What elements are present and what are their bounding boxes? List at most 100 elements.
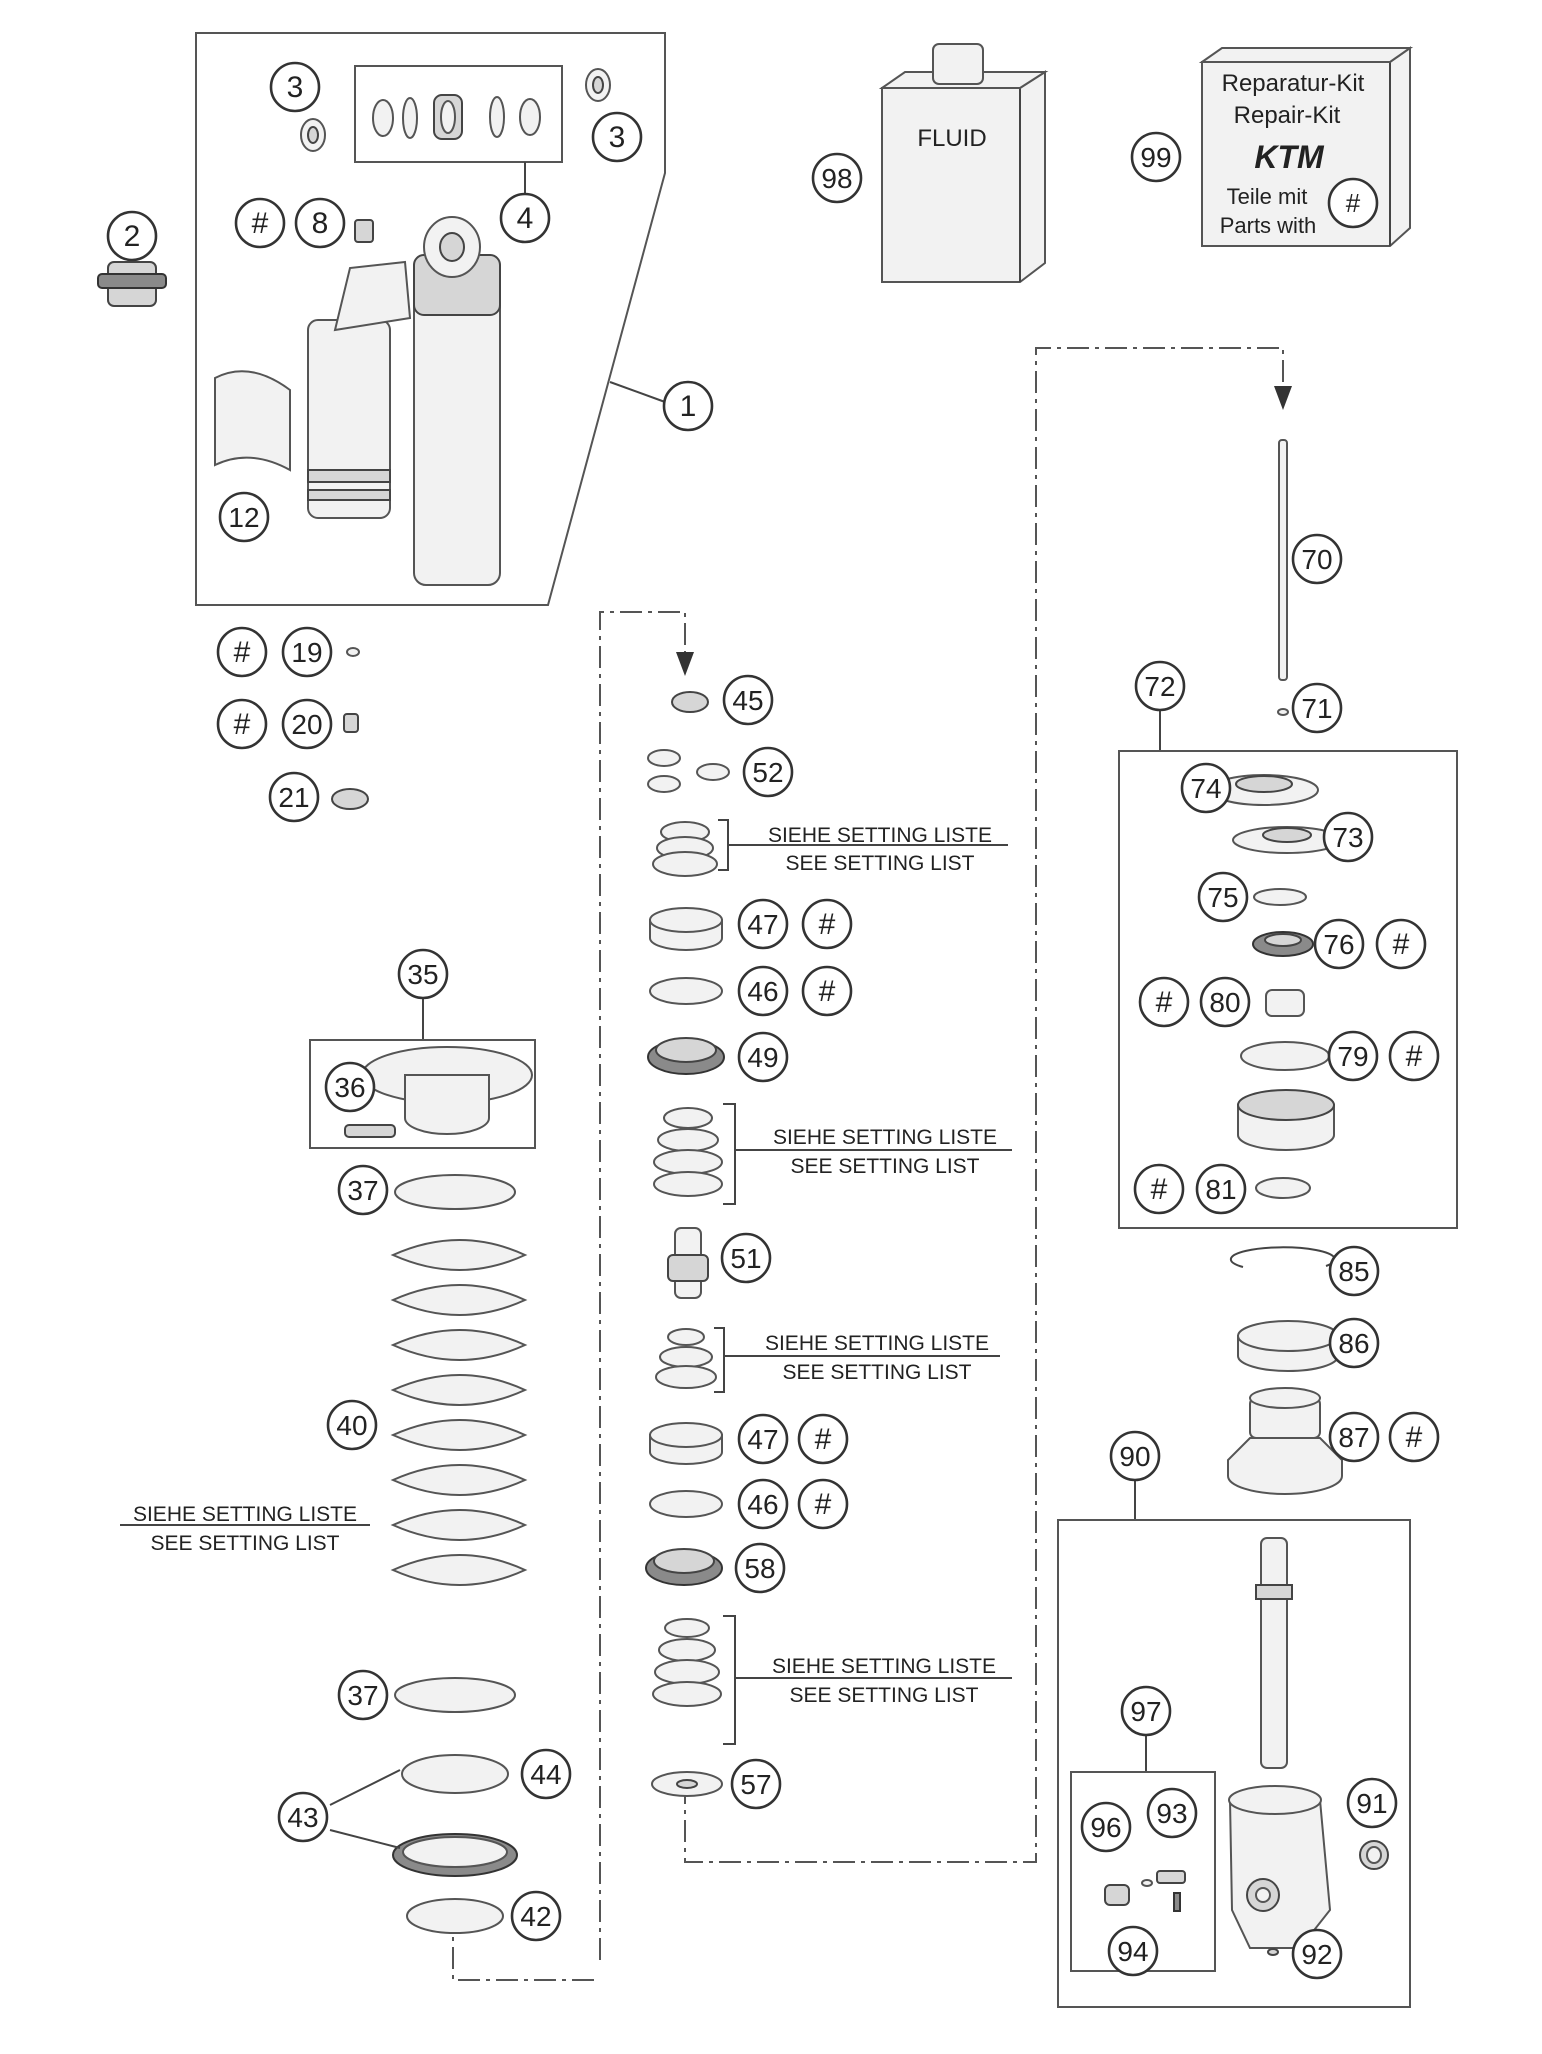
hash-marker-label: # bbox=[1151, 1173, 1168, 1206]
hash-marker: # bbox=[216, 698, 268, 750]
part-callout-circle bbox=[720, 1232, 772, 1284]
part-callout-label: 46 bbox=[747, 1489, 778, 1520]
setting-note-line1: SIEHE SETTING LISTE bbox=[133, 1503, 357, 1526]
part-callout-label: 47 bbox=[747, 1424, 778, 1455]
hash-marker-label: # bbox=[234, 708, 251, 741]
part-callout-circle bbox=[106, 210, 158, 262]
part-callout-label: 44 bbox=[530, 1759, 561, 1790]
part-callout: 8 bbox=[294, 197, 346, 249]
hash-marker: # bbox=[801, 898, 853, 950]
part-callout: 92 bbox=[1291, 1928, 1343, 1980]
hash-marker-label: # bbox=[1393, 928, 1410, 961]
part-callout-label: 36 bbox=[334, 1072, 365, 1103]
part-callout: 96 bbox=[1080, 1801, 1132, 1853]
part-callout-label: 57 bbox=[740, 1769, 771, 1800]
part-callout-label: 58 bbox=[744, 1553, 775, 1584]
part-callout-label: 46 bbox=[747, 976, 778, 1007]
hash-marker-circle bbox=[216, 626, 268, 678]
part-callout: 19 bbox=[281, 626, 333, 678]
hash-marker-circle bbox=[1133, 1163, 1185, 1215]
hash-marker: # bbox=[234, 197, 286, 249]
part-callout: 79 bbox=[1327, 1030, 1379, 1082]
callout-layer: 1233481219202135363737404243444546464747… bbox=[106, 61, 1398, 1980]
part-callout-circle bbox=[294, 197, 346, 249]
part-callout-label: 1 bbox=[680, 390, 697, 423]
part-callout: 40 bbox=[326, 1399, 378, 1451]
fluid-container bbox=[878, 43, 1049, 283]
part-callout-label: 75 bbox=[1207, 882, 1238, 913]
part-callout: 43 bbox=[277, 1791, 329, 1843]
hash-marker: # bbox=[1133, 1163, 1185, 1215]
part-callout: 81 bbox=[1195, 1163, 1247, 1215]
part-callout-circle bbox=[1327, 1030, 1379, 1082]
hash-marker-circle bbox=[216, 698, 268, 750]
part-callout-circle bbox=[1291, 1928, 1343, 1980]
part-callout-label: 85 bbox=[1338, 1256, 1369, 1287]
repair-kit-hash: # bbox=[1346, 188, 1361, 218]
hash-marker-circle bbox=[1388, 1030, 1440, 1082]
part-callout-label: 98 bbox=[821, 163, 852, 194]
part-callout-label: 21 bbox=[278, 782, 309, 813]
part-callout: 73 bbox=[1322, 811, 1374, 863]
hash-marker: # bbox=[1388, 1411, 1440, 1463]
repair-kit-line4: Parts with bbox=[1220, 213, 1317, 238]
part-callout: 35 bbox=[397, 948, 449, 1000]
part-callout: 49 bbox=[737, 1031, 789, 1083]
part-callout-label: 73 bbox=[1332, 822, 1363, 853]
hash-marker-layer: ############ bbox=[216, 197, 1440, 1530]
part-callout-circle bbox=[1199, 976, 1251, 1028]
part-callout-label: 93 bbox=[1156, 1798, 1187, 1829]
spring-group bbox=[309, 999, 536, 1934]
part-callout-circle bbox=[811, 152, 863, 204]
part-callout: 46 bbox=[737, 1478, 789, 1530]
part-callout-circle bbox=[1134, 660, 1186, 712]
part-callout-label: 37 bbox=[347, 1175, 378, 1206]
part-callout-label: 51 bbox=[730, 1243, 761, 1274]
part-callout: 42 bbox=[510, 1890, 562, 1942]
part-callout: 86 bbox=[1328, 1317, 1380, 1369]
part-callout-circle bbox=[591, 111, 643, 163]
part-callout-circle bbox=[1291, 533, 1343, 585]
part-callout-label: 20 bbox=[291, 709, 322, 740]
part-callout: 47 bbox=[737, 898, 789, 950]
setting-note-line2: SEE SETTING LIST bbox=[789, 1684, 978, 1707]
part-callout: 93 bbox=[1146, 1787, 1198, 1839]
part-callout-label: 3 bbox=[287, 71, 304, 104]
shock-assembly-group bbox=[195, 32, 666, 606]
part-callout: 52 bbox=[742, 746, 794, 798]
part-callout: 58 bbox=[734, 1542, 786, 1594]
part-callout-circle bbox=[337, 1669, 389, 1721]
hash-marker-circle bbox=[1388, 1411, 1440, 1463]
part-callout-circle bbox=[734, 1542, 786, 1594]
arrow-down-icon bbox=[676, 652, 694, 676]
hash-marker-circle bbox=[1138, 976, 1190, 1028]
part-callout-circle bbox=[326, 1399, 378, 1451]
part-callout-circle bbox=[324, 1061, 376, 1113]
part-callout-label: 4 bbox=[517, 202, 534, 235]
repair-kit-line3: Teile mit bbox=[1227, 184, 1308, 209]
part-callout-circle bbox=[737, 1031, 789, 1083]
hash-marker: # bbox=[1375, 918, 1427, 970]
part-callout-circle bbox=[1291, 682, 1343, 734]
part-callout-label: 91 bbox=[1356, 1788, 1387, 1819]
setting-note-line2: SEE SETTING LIST bbox=[150, 1532, 339, 1555]
part-callout: 37 bbox=[337, 1164, 389, 1216]
part-callout-label: 76 bbox=[1323, 929, 1354, 960]
part-callout-circle bbox=[269, 61, 321, 113]
part-callout-circle bbox=[337, 1164, 389, 1216]
part-callout-circle bbox=[1195, 1163, 1247, 1215]
part-callout-circle bbox=[520, 1748, 572, 1800]
repair-kit-hash-circle bbox=[1327, 177, 1379, 229]
part-callout: 87 bbox=[1328, 1411, 1380, 1463]
ktm-logo: KTM bbox=[1254, 139, 1325, 175]
hash-marker-label: # bbox=[1406, 1421, 1423, 1454]
part-callout-label: 81 bbox=[1205, 1174, 1236, 1205]
part-callout: 46 bbox=[737, 965, 789, 1017]
part-callout-circle bbox=[730, 1758, 782, 1810]
part-callout-circle bbox=[1080, 1801, 1132, 1853]
hash-marker-circle bbox=[801, 965, 853, 1017]
part-callout-label: 47 bbox=[747, 909, 778, 940]
right-lower-group bbox=[1057, 1481, 1411, 2008]
part-callout: 70 bbox=[1291, 533, 1343, 585]
